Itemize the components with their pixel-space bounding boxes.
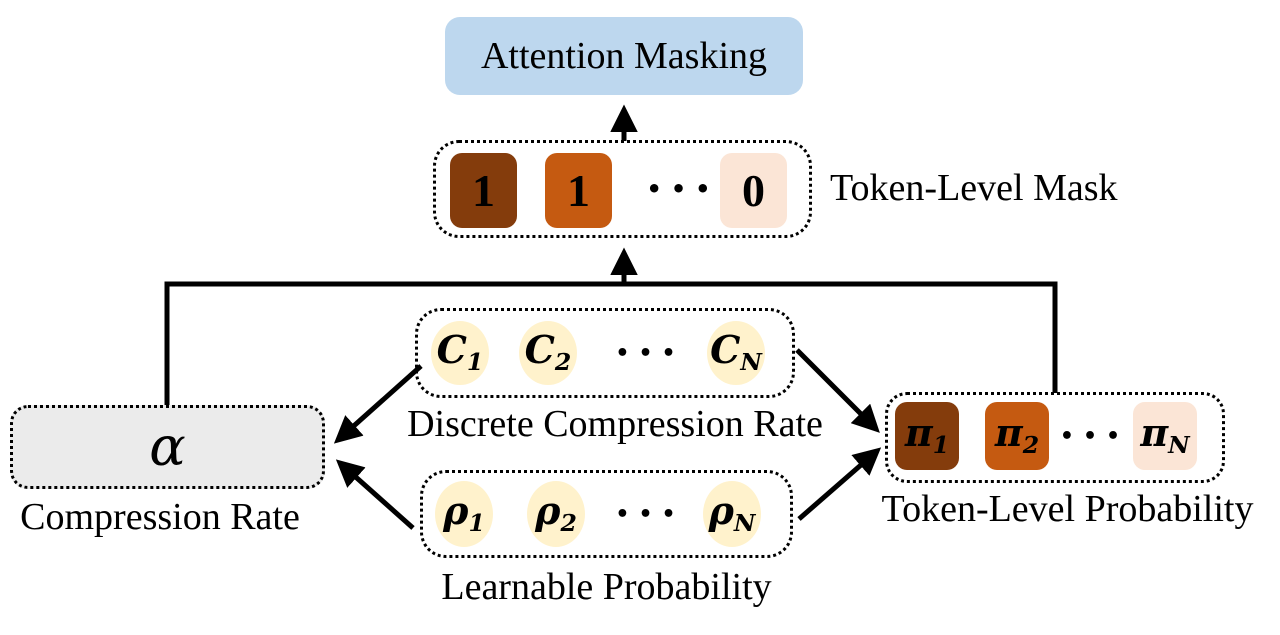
cn-node: CN (707, 321, 765, 385)
pi1-symbol: π1 (905, 414, 949, 458)
rho1-node: ρ1 (435, 481, 493, 547)
c2-sub: 2 (554, 348, 572, 377)
mask-cell-n: 0 (720, 153, 787, 228)
pi2-base: π (994, 410, 1023, 456)
rho1-symbol: ρ1 (443, 492, 485, 536)
c2-node: C2 (519, 321, 577, 385)
token-level-mask-label: Token-Level Mask (830, 167, 1118, 209)
token-level-probability-box: π1 π2 ••• πN (885, 392, 1225, 483)
c1-node: C1 (431, 321, 489, 385)
connector-line (164, 281, 1058, 406)
pin-sub: N (1168, 431, 1190, 460)
token-level-probability-label: Token-Level Probability (881, 488, 1254, 530)
arrow-discrete-to-pi (795, 348, 880, 433)
mask-cell-2: 1 (545, 153, 612, 228)
arrow-learnable-to-alpha (335, 459, 415, 530)
pi1-node: π1 (895, 402, 959, 470)
alpha-symbol: α (149, 415, 186, 478)
pi2-symbol: π2 (995, 414, 1039, 458)
c1-symbol: C1 (437, 331, 484, 375)
pin-symbol: πN (1140, 414, 1189, 458)
mask-cell-1: 1 (450, 153, 517, 228)
rho2-base: ρ (535, 488, 561, 534)
c1-base: C (436, 327, 467, 373)
mask-cell-n-value: 0 (742, 165, 765, 216)
rho1-base: ρ (443, 488, 469, 534)
rhon-base: ρ (708, 488, 734, 534)
c2-base: C (524, 327, 555, 373)
rhon-symbol: ρN (709, 492, 756, 536)
rho2-symbol: ρ2 (535, 492, 577, 536)
pin-base: π (1140, 410, 1169, 456)
rho2-node: ρ2 (527, 481, 585, 547)
c2-symbol: C2 (525, 331, 572, 375)
pi1-base: π (904, 410, 933, 456)
mask-cell-1-value: 1 (472, 165, 495, 216)
rhon-node: ρN (703, 481, 761, 547)
probability-ellipsis-icon: ••• (1059, 423, 1130, 449)
c1-sub: 1 (466, 348, 484, 377)
arrow-discrete-to-alpha (333, 364, 423, 444)
rho2-sub: 2 (560, 509, 577, 538)
learnable-probability-label: Learnable Probability (441, 566, 772, 608)
discrete-compression-rate-box: C1 C2 ••• CN (415, 308, 795, 398)
learnable-probability-box: ρ1 ρ2 ••• ρN (420, 470, 793, 558)
rhon-sub: N (733, 509, 756, 538)
rho1-sub: 1 (468, 509, 485, 538)
pin-node: πN (1133, 402, 1197, 470)
compression-rate-label: Compression Rate (20, 496, 300, 538)
cn-symbol: CN (710, 331, 762, 375)
mask-cell-2-value: 1 (567, 165, 590, 216)
compression-rate-box: α (10, 405, 325, 489)
discrete-ellipsis-icon: ••• (615, 340, 685, 366)
pi2-sub: 2 (1022, 431, 1040, 460)
cn-sub: N (740, 348, 762, 377)
token-level-mask-box: 1 1 ••• 0 (433, 140, 812, 238)
discrete-compression-rate-label: Discrete Compression Rate (407, 403, 823, 445)
arrow-learnable-to-pi (797, 447, 882, 521)
attention-masking-label: Attention Masking (480, 35, 768, 77)
pi2-node: π2 (985, 402, 1049, 470)
learnable-ellipsis-icon: ••• (615, 501, 685, 527)
pi1-sub: 1 (932, 431, 950, 460)
cn-base: C (710, 327, 741, 373)
mask-ellipsis-icon: ••• (646, 175, 720, 203)
attention-masking-box: Attention Masking (445, 17, 803, 95)
